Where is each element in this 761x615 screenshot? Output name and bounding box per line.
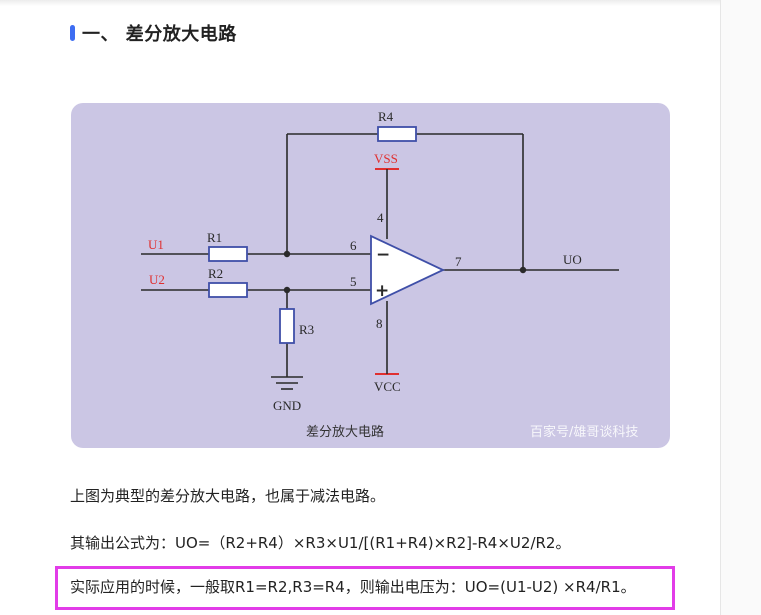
resistor-r4 — [377, 126, 417, 142]
label-r4: R4 — [378, 109, 394, 124]
top-shadow — [0, 0, 720, 6]
label-u2: U2 — [149, 272, 165, 287]
label-pin4: 4 — [377, 210, 384, 225]
paragraph-application: 实际应用的时候，一般取R1=R2,R3=R4，则输出电压为：UO=(U1-U2)… — [70, 578, 636, 596]
label-gnd: GND — [273, 398, 301, 413]
junction-r2 — [283, 286, 291, 294]
op-amp-minus-sign: − — [376, 245, 390, 265]
junction-dots — [283, 250, 527, 294]
label-pin8: 8 — [376, 316, 383, 331]
right-rail — [721, 0, 761, 615]
highlight-box — [55, 566, 675, 610]
resistor-r3 — [279, 308, 295, 344]
circuit-wires — [141, 133, 619, 377]
label-uo: UO — [563, 252, 582, 267]
ground-symbol — [271, 376, 303, 390]
label-pin6: 6 — [350, 238, 357, 253]
label-r2: R2 — [208, 266, 223, 281]
resistors — [208, 126, 417, 344]
junction-r1 — [283, 250, 291, 258]
section-heading-text: 一、 差分放大电路 — [82, 24, 237, 45]
figure-caption: 差分放大电路 — [306, 424, 384, 440]
circuit-diagram: R4 R1 R2 R3 U1 U2 UO VSS VCC GND 6 5 7 4… — [141, 109, 638, 440]
op-amp-symbol — [370, 234, 446, 306]
circuit-figure: R4 R1 R2 R3 U1 U2 UO VSS VCC GND 6 5 7 4… — [71, 103, 670, 448]
figure-watermark: 百家号/雄哥谈科技 — [530, 424, 638, 440]
heading-accent-bar — [70, 25, 75, 41]
right-divider — [720, 0, 721, 615]
paragraph-intro: 上图为典型的差分放大电路，也属于减法电路。 — [70, 487, 386, 505]
resistor-r1 — [208, 246, 248, 262]
label-u1: U1 — [148, 237, 164, 252]
label-r1: R1 — [207, 230, 222, 245]
op-amp-plus-sign: + — [375, 281, 389, 301]
resistor-r2 — [208, 282, 248, 298]
label-vss: VSS — [374, 151, 398, 166]
label-r3: R3 — [299, 322, 314, 337]
circuit-labels: R4 R1 R2 R3 U1 U2 UO VSS VCC GND 6 5 7 4… — [148, 109, 582, 413]
label-vcc: VCC — [374, 379, 401, 394]
section-heading: 一、 差分放大电路 — [70, 20, 237, 46]
label-pin5: 5 — [350, 274, 357, 289]
junction-output — [519, 266, 527, 274]
paragraph-formula: 其输出公式为：UO=（R2+R4）×R3×U1/[(R1+R4)×R2]-R4×… — [70, 534, 571, 552]
label-pin7: 7 — [455, 254, 462, 269]
op-amp-signs: − + — [375, 245, 390, 301]
